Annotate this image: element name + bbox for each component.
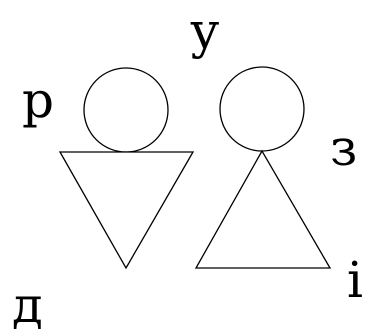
right-figure-body-upward-triangle [194, 149, 332, 269]
top-letter: у [190, 2, 219, 60]
left-figure-body-downward-triangle [58, 151, 195, 270]
left-figure-head-circle [83, 67, 169, 153]
right-letter: з [330, 119, 357, 177]
bottom-left-letter: д [12, 276, 43, 334]
bottom-right-letter: і [347, 251, 363, 309]
left-letter: р [22, 71, 54, 129]
right-figure-head-circle [219, 66, 305, 152]
